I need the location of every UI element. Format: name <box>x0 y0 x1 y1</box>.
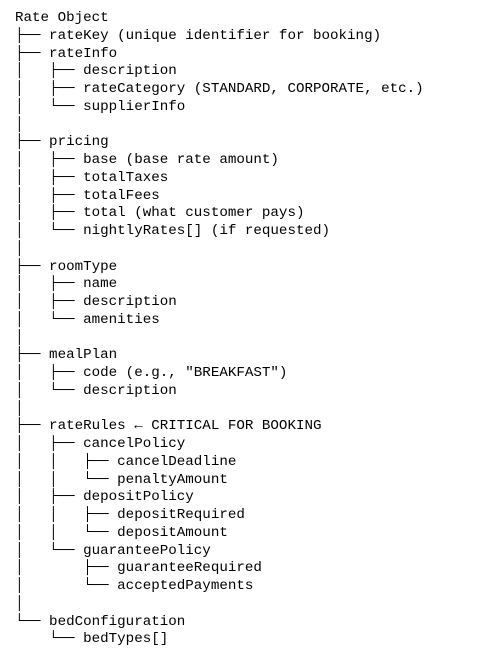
tree-node-raterules: ├── rateRules ← CRITICAL FOR BOOKING <box>15 418 322 435</box>
tree-node-acceptedpayments: │ └── acceptedPayments <box>15 578 254 594</box>
tree-node-mealplan: ├── mealPlan <box>15 347 118 364</box>
tree-connector: │ <box>15 595 24 612</box>
tree-node-supplierinfo: │ └── supplierInfo <box>15 98 186 115</box>
tree-node-roomtype-description: │ ├── description <box>15 294 177 310</box>
tree-connector: │ <box>15 329 24 346</box>
tree-node-penaltyamount: │ │ └── penaltyAmount <box>15 471 228 488</box>
tree-node-bedconfiguration: └── bedConfiguration <box>15 613 186 630</box>
tree-node-canceldeadline: │ │ ├── cancelDeadline <box>15 453 237 470</box>
tree-node-roomtype: ├── roomType <box>15 258 118 275</box>
tree-node-nightlyrates: │ └── nightlyRates[] (if requested) <box>15 223 331 239</box>
tree-node-ratekey: ├── rateKey (unique identifier for booki… <box>15 27 382 44</box>
tree-node-depositpolicy: │ ├── depositPolicy <box>15 489 194 506</box>
rate-object-tree: Rate Object ├── rateKey (unique identifi… <box>15 10 424 649</box>
tree-node-rateinfo: ├── rateInfo <box>15 45 118 62</box>
tree-node-mealplan-description: │ └── description <box>15 382 177 399</box>
tree-node-totaltaxes: │ ├── totalTaxes <box>15 169 169 186</box>
tree-node-depositamount: │ │ └── depositAmount <box>15 524 228 541</box>
tree-node-rateinfo-description: │ ├── description <box>15 63 177 80</box>
tree-node-pricing: ├── pricing <box>15 134 109 151</box>
tree-node-totalfees: │ ├── totalFees <box>15 187 160 204</box>
tree-node-amenities: │ └── amenities <box>15 311 160 328</box>
tree-node-ratecategory: │ ├── rateCategory (STANDARD, CORPORATE,… <box>15 81 424 97</box>
tree-node-cancelpolicy: │ ├── cancelPolicy <box>15 436 186 452</box>
tree-connector: │ <box>15 240 24 257</box>
tree-node-base: │ ├── base (base rate amount) <box>15 152 279 168</box>
tree-node-total: │ ├── total (what customer pays) <box>15 205 305 222</box>
tree-root: Rate Object <box>15 10 109 26</box>
tree-node-guaranteepolicy: │ └── guaranteePolicy <box>15 542 211 559</box>
tree-node-mealplan-code: │ ├── code (e.g., "BREAKFAST") <box>15 365 288 381</box>
tree-node-depositrequired: │ │ ├── depositRequired <box>15 507 245 523</box>
tree-node-guaranteerequired: │ ├── guaranteeRequired <box>15 560 262 577</box>
tree-connector: │ <box>15 116 24 133</box>
tree-connector: │ <box>15 400 24 417</box>
tree-node-bedtypes: └── bedTypes[] <box>15 631 169 648</box>
tree-node-roomtype-name: │ ├── name <box>15 276 118 293</box>
